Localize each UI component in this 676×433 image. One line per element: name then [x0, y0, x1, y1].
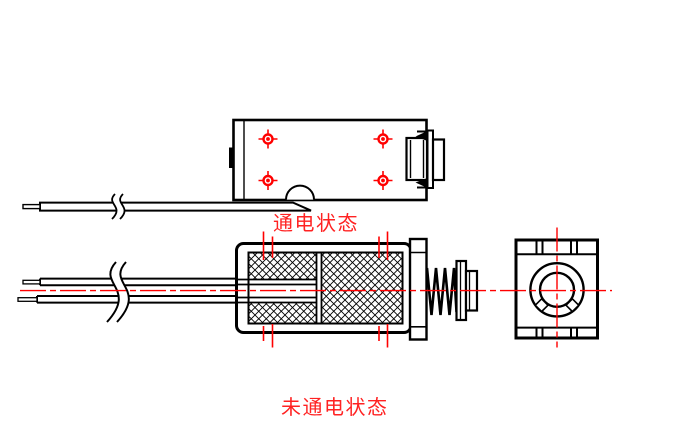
hole-tick-marks — [262, 231, 389, 348]
wire-break-symbol — [111, 193, 126, 220]
plunger-face — [315, 253, 323, 323]
plunger-retracted-end — [405, 129, 446, 189]
section-view-deenergized — [17, 231, 479, 348]
label-energized-state: 通电状态 — [273, 211, 359, 235]
lead-wire-upper — [22, 277, 238, 287]
solenoid-body-outline — [232, 118, 428, 202]
label-deenergized-state: 未通电状态 — [281, 395, 389, 419]
wire-exit-dome — [285, 184, 315, 200]
clip-arrow-bottom — [415, 178, 428, 188]
return-spring — [425, 267, 458, 316]
wire-stripped-end — [17, 297, 38, 302]
keyway-notch-left — [534, 297, 550, 313]
top-view-energized — [22, 118, 446, 220]
wire-stripped-end — [22, 279, 41, 285]
lead-wire — [39, 201, 312, 212]
plunger-rod — [238, 278, 316, 304]
wire-break-symbol — [106, 261, 130, 323]
plunger-cap-block — [431, 138, 446, 182]
flange-slots — [535, 240, 578, 338]
side-tab — [229, 147, 234, 168]
lead-wire-lower — [17, 295, 238, 304]
end-plate — [408, 237, 428, 341]
keyway-notch-right — [564, 297, 580, 313]
wire-stripped-end — [22, 203, 41, 210]
clip-arrow-top — [415, 131, 428, 141]
